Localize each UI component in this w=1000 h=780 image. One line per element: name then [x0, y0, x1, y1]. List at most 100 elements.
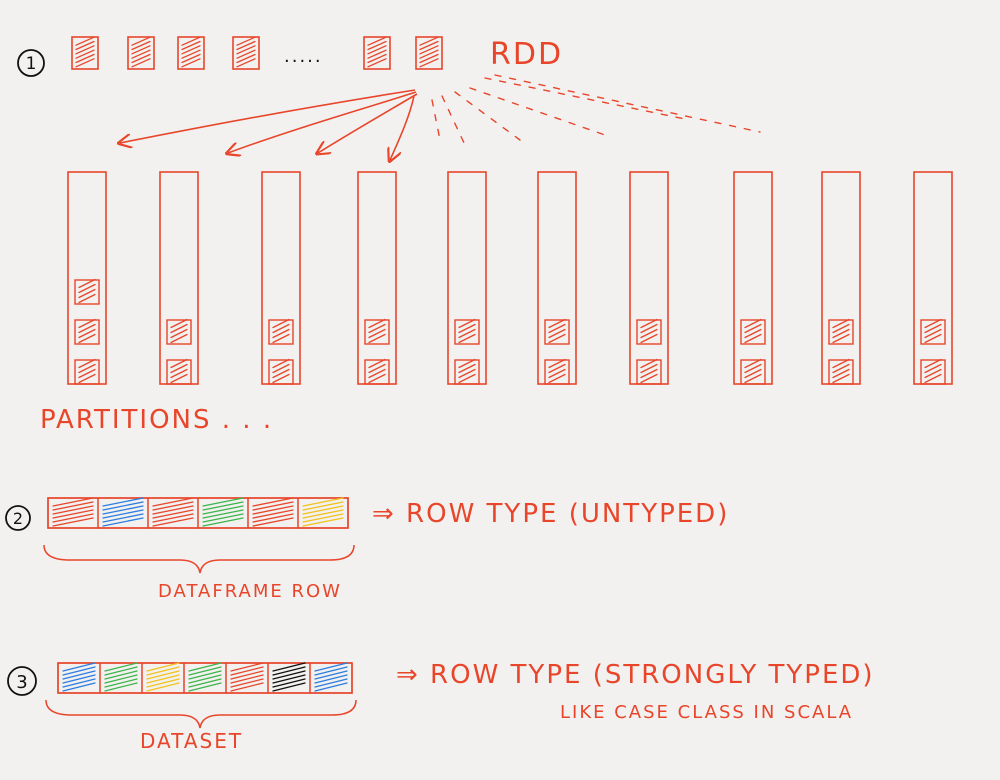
rdd-block: [232, 36, 260, 70]
rdd-block: [363, 36, 391, 70]
scribble-fill: [252, 497, 294, 527]
partition-column: [537, 171, 577, 385]
partition-block: [920, 319, 946, 345]
dataset-brace: [45, 699, 357, 729]
step-1-circle: [17, 49, 45, 77]
dataset-cell-cell: [99, 662, 143, 694]
scribble-fill: [548, 358, 566, 384]
partition-column: [159, 171, 199, 385]
partition-column: [629, 171, 669, 385]
rdd-block-outline: [415, 36, 443, 70]
partition-block: [454, 359, 480, 385]
partition-column: [913, 171, 953, 385]
partition-column: [261, 171, 301, 385]
scribble-fill: [314, 662, 348, 692]
rdd-block-outline: [71, 36, 99, 70]
step-3-circle: [7, 666, 37, 696]
partition-block: [740, 359, 766, 385]
partition-column: [357, 171, 397, 385]
partition-block: [166, 359, 192, 385]
dataframe-caption: DATAFRAME ROW: [158, 581, 342, 602]
step-1-number: 1: [26, 54, 37, 74]
scribble-fill: [832, 318, 850, 344]
dataframe-cell-cell: [247, 497, 299, 529]
dataset-cell-cell: [225, 662, 269, 694]
scribble-fill: [458, 358, 476, 384]
rdd-block: [127, 36, 155, 70]
partition-outline: [67, 171, 107, 385]
step-2-circle: [5, 505, 31, 531]
step-3-number: 3: [16, 672, 27, 693]
scribble-fill: [104, 662, 138, 692]
partition-block: [364, 359, 390, 385]
scribble-fill: [302, 497, 344, 527]
scribble-fill: [62, 662, 96, 692]
rdd-block-outline: [177, 36, 205, 70]
scribble-fill: [202, 497, 244, 527]
partition-block: [828, 359, 854, 385]
step-2-number: 2: [13, 509, 23, 528]
dataframe-cell-cell: [147, 497, 199, 529]
partitions: [67, 171, 953, 385]
scribble-fill: [744, 358, 762, 384]
scribble-fill: [640, 358, 658, 384]
section-3: 3 DATASET ⇒ ROW TYPE (STRONGLY TYPED) LI…: [7, 660, 873, 753]
rdd-block: [177, 36, 205, 70]
partition-column: [447, 171, 487, 385]
dataset-cell-cell: [267, 662, 311, 694]
rdd-ellipsis: .....: [284, 46, 323, 67]
scribble-fill: [188, 662, 222, 692]
scribble-fill: [78, 318, 96, 344]
partition-block: [74, 279, 100, 305]
scribble-fill: [131, 36, 151, 68]
partitions-label: PARTITIONS . . .: [40, 405, 273, 435]
arrow-to-partition-1: [120, 89, 416, 143]
scribble-fill: [368, 318, 386, 344]
partition-column: [67, 171, 107, 385]
scribble-fill: [458, 318, 476, 344]
dataframe-description: ⇒ ROW TYPE (UNTYPED): [372, 499, 729, 529]
rdd-blocks: [71, 36, 443, 70]
partition-block: [920, 359, 946, 385]
dashed-rays: [431, 74, 761, 146]
scribble-fill: [170, 358, 188, 384]
scribble-fill: [272, 318, 290, 344]
dataframe-cell-cell: [297, 497, 349, 529]
partition-outline: [537, 171, 577, 385]
scribble-fill: [640, 318, 658, 344]
scribble-fill: [368, 358, 386, 384]
scribble-fill: [146, 662, 180, 692]
rdd-label: RDD: [490, 37, 563, 72]
dataframe-cell-cell: [97, 497, 149, 529]
scribble-fill: [152, 497, 194, 527]
dataset-cell-cell: [309, 662, 353, 694]
partition-outline: [821, 171, 861, 385]
scribble-fill: [75, 36, 95, 68]
partition-block: [74, 359, 100, 385]
partition-block: [740, 319, 766, 345]
dataframe-cell-cell-outline: [297, 497, 349, 529]
partition-outline: [261, 171, 301, 385]
dataframe-brace: [43, 544, 355, 574]
partition-block: [454, 319, 480, 345]
partition-block: [636, 359, 662, 385]
section-2: 2 DATAFRAME ROW ⇒ ROW TYPE (UNTYPED): [5, 497, 729, 602]
scribble-fill: [170, 318, 188, 344]
partition-block: [268, 319, 294, 345]
scribble-fill: [272, 662, 306, 692]
partition-outline: [357, 171, 397, 385]
partition-outline: [159, 171, 199, 385]
partition-column: [733, 171, 773, 385]
scribble-fill: [52, 497, 94, 527]
rdd-block-outline: [363, 36, 391, 70]
arrow-to-partition-4: [390, 95, 415, 160]
scribble-fill: [924, 358, 942, 384]
scribble-fill: [367, 36, 387, 68]
dataframe-row: [47, 497, 349, 529]
dataframe-cell-cell: [47, 497, 99, 529]
scribble-fill: [924, 318, 942, 344]
dataframe-cell-cell: [197, 497, 249, 529]
scribble-fill: [78, 278, 96, 304]
partition-block: [828, 319, 854, 345]
